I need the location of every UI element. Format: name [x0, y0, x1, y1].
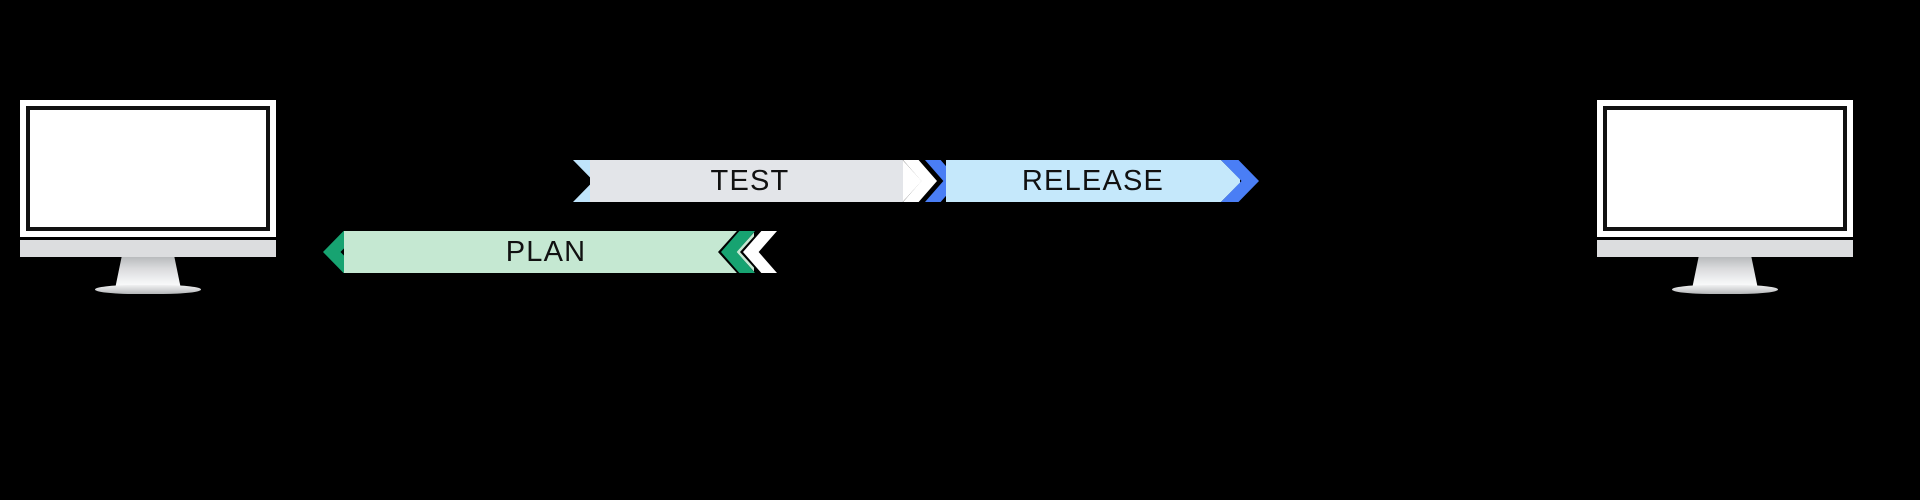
right-monitor — [1597, 100, 1853, 294]
left-monitor-foot — [95, 285, 201, 294]
plan-banner-label: PLAN — [505, 235, 587, 268]
right-monitor-screen — [1603, 106, 1847, 231]
test-banner-body: TEST — [590, 157, 910, 205]
test-banner-label: TEST — [710, 164, 790, 197]
left-monitor-bezel — [20, 100, 276, 237]
left-monitor-screen — [26, 106, 270, 231]
right-monitor-base-bar — [1597, 237, 1853, 257]
left-monitor — [20, 100, 276, 294]
plan-banner-body: PLAN — [344, 228, 748, 276]
left-monitor-base-bar — [20, 237, 276, 257]
right-monitor-bezel — [1597, 100, 1853, 237]
left-monitor-neck — [115, 257, 181, 289]
right-monitor-neck — [1692, 257, 1758, 289]
right-monitor-foot — [1672, 285, 1778, 294]
release-banner-label: RELEASE — [1021, 164, 1165, 197]
release-banner-body: RELEASE — [946, 157, 1240, 205]
